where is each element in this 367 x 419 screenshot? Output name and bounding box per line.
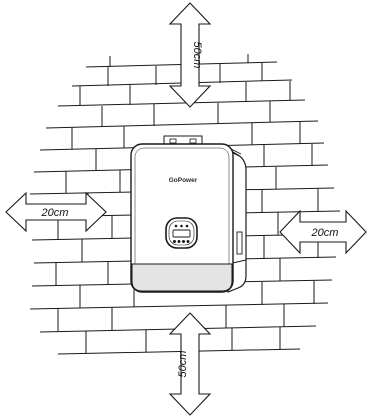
right-clearance-label: 20cm — [311, 227, 339, 239]
left-clearance-arrow: 20cm — [5, 191, 107, 233]
brand-logo-text: GoPower — [169, 177, 198, 184]
left-clearance-label: 20cm — [41, 207, 69, 219]
control-buttons — [173, 240, 190, 243]
top-clearance-label: 50cm — [191, 42, 203, 69]
bottom-clearance-label: 50cm — [177, 351, 189, 378]
top-clearance-arrow: 50cm — [168, 2, 212, 108]
status-led-icons — [174, 224, 189, 228]
right-clearance-arrow: 20cm — [279, 209, 367, 255]
control-panel — [165, 217, 198, 249]
brand-logo: GoPower — [169, 177, 198, 184]
lcd-display — [172, 229, 191, 238]
inverter-unit: GoPower — [130, 135, 247, 293]
bottom-clearance-arrow: 50cm — [168, 312, 212, 416]
